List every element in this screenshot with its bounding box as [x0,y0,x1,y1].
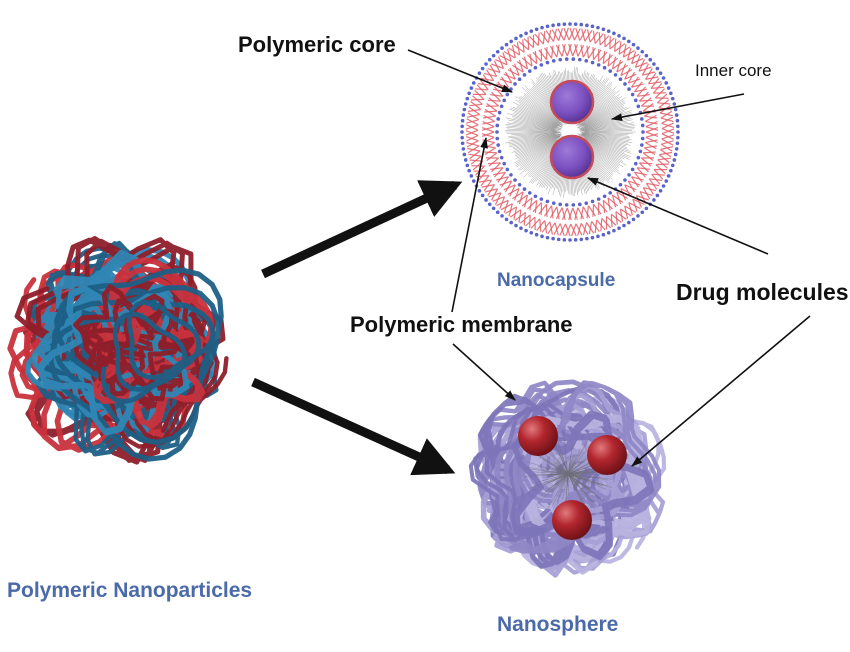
pointer-drug-sphere [632,316,810,466]
arrow-to-nanocapsule [263,185,455,274]
capsule-drug-icon [551,136,593,178]
nanocapsule-icon [460,22,680,242]
sphere-drug-icon [552,500,592,540]
label-nanosphere: Nanosphere [497,614,618,635]
polymeric-nanoparticle-coil-icon [10,239,226,463]
arrow-to-nanosphere [253,382,448,470]
label-nanocapsule: Nanocapsule [497,271,615,290]
label-polymeric-membrane: Polymeric membrane [350,314,573,336]
label-polymeric-core: Polymeric core [238,34,396,56]
capsule-drug-icon [551,81,593,123]
nanosphere-icon [471,382,664,575]
sphere-drug-icon [587,435,627,475]
label-inner-core: Inner core [695,62,772,79]
pointer-membrane-sphere [453,344,515,400]
pointer-drug-capsule [588,178,768,254]
sphere-drug-icon [518,416,558,456]
label-drug-molecules: Drug molecules [676,281,849,304]
label-polymeric-nanoparticles: Polymeric Nanoparticles [7,580,252,601]
pointer-membrane-capsule [452,138,486,312]
